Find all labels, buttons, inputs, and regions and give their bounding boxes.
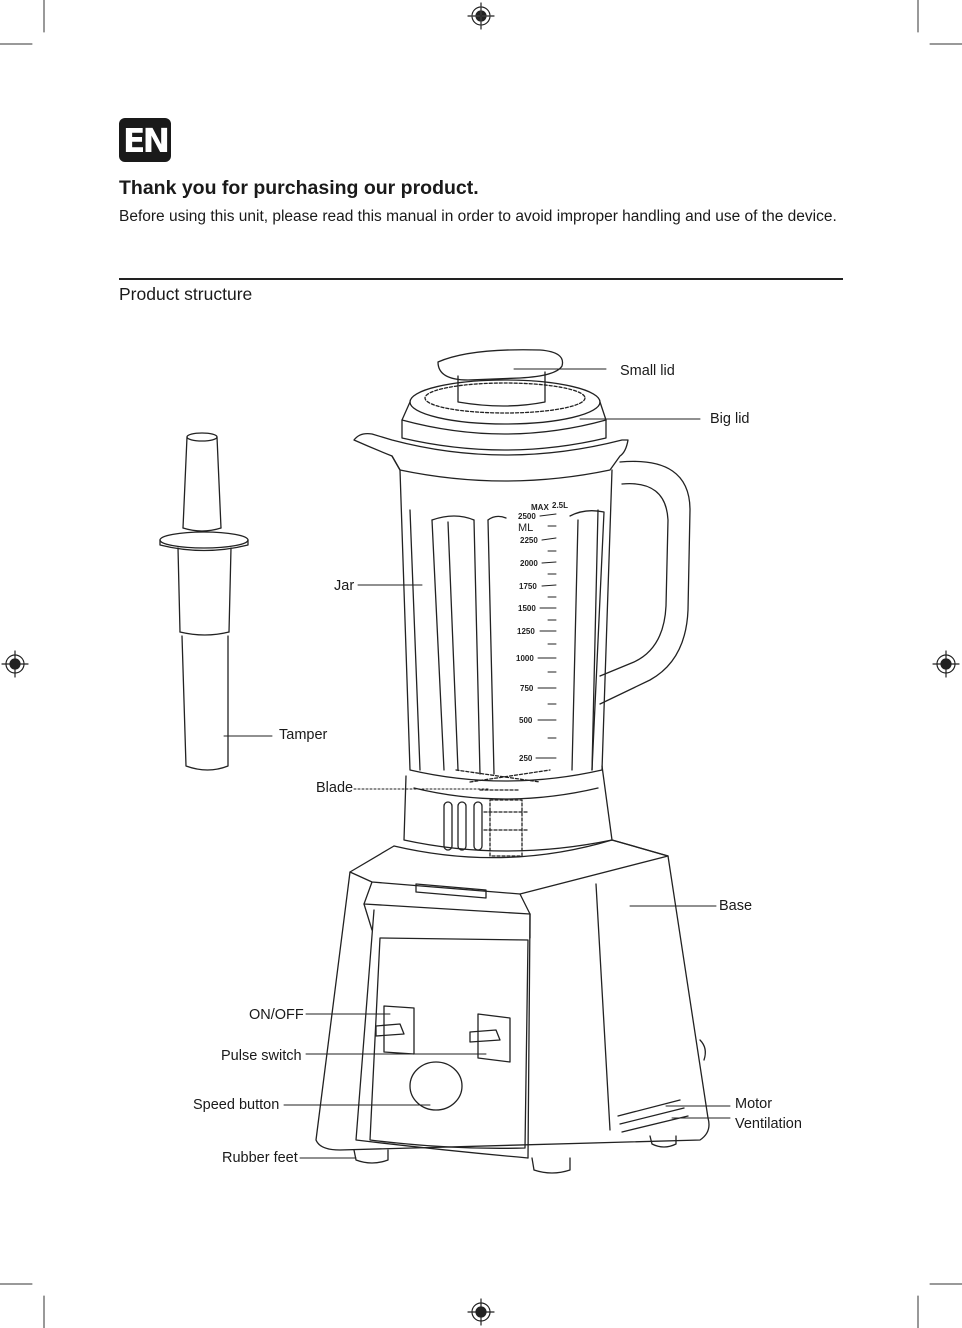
scale-mark: 2000	[520, 559, 538, 568]
scale-unit: ML	[518, 522, 533, 534]
jar-scale-ticks	[535, 513, 557, 759]
label-rubber-feet: Rubber feet	[222, 1150, 298, 1166]
scale-mark: 1000	[516, 654, 534, 663]
section-divider	[119, 278, 843, 280]
label-motor-ventilation-line2: Ventilation	[735, 1116, 802, 1132]
scale-mark: 2250	[520, 536, 538, 545]
scale-mark: 500	[519, 716, 533, 725]
scale-mark: 1750	[519, 582, 537, 591]
label-speed-button: Speed button	[193, 1097, 280, 1113]
label-blade: Blade	[316, 780, 354, 796]
label-jar: Jar	[334, 578, 355, 594]
scale-mark: 2500	[518, 512, 536, 521]
language-badge: EN	[119, 118, 171, 162]
scale-mark: 1500	[518, 604, 536, 613]
big-lid-drawing	[401, 379, 607, 451]
section-title: Product structure	[119, 284, 253, 304]
scale-mark: 250	[519, 754, 533, 763]
small-lid-drawing	[437, 349, 564, 407]
jar-scale-labels: MAX 2.5L ML 2500 2250 2000 1750 1500 125…	[516, 501, 568, 763]
scale-mark: 750	[520, 684, 534, 693]
label-pulse-switch: Pulse switch	[221, 1048, 302, 1064]
label-motor-ventilation-line1: Motor	[735, 1096, 773, 1112]
label-on-off: ON/OFF	[249, 1007, 304, 1023]
scale-mark: 1250	[517, 627, 535, 636]
jar-collar-drawing	[403, 765, 613, 857]
label-small-lid: Small lid	[620, 363, 675, 379]
label-big-lid: Big lid	[710, 411, 750, 427]
leader-lines	[223, 368, 731, 1159]
scale-capacity: 2.5L	[552, 501, 568, 510]
tamper-drawing	[159, 432, 249, 771]
label-tamper: Tamper	[279, 727, 328, 743]
page-heading: Thank you for purchasing our product.	[119, 177, 479, 199]
base-drawing	[315, 839, 710, 1174]
jar-drawing	[353, 432, 691, 782]
intro-paragraph: Before using this unit, please read this…	[119, 208, 837, 225]
scale-max: MAX	[531, 503, 549, 512]
label-base: Base	[719, 898, 753, 914]
